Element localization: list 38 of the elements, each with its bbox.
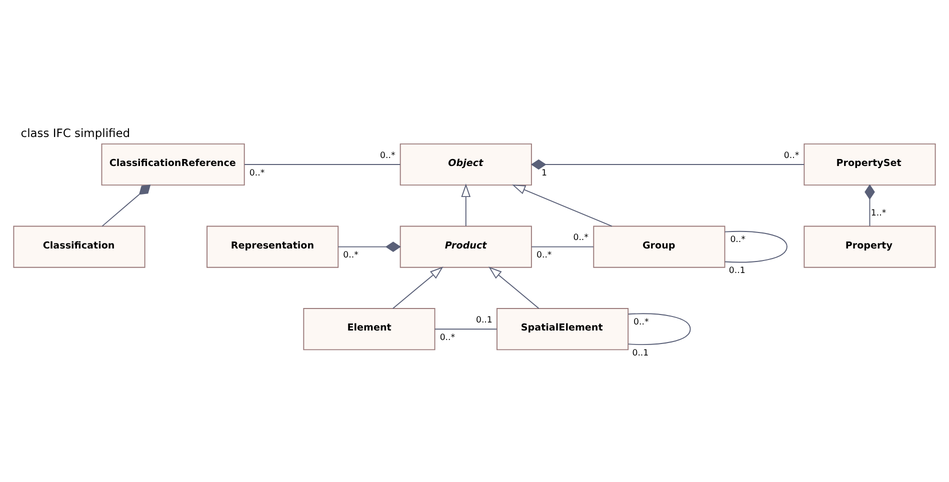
label: 0..* [730, 235, 746, 246]
arrow [392, 266, 444, 309]
label: 0..* [784, 150, 800, 161]
label: 0..* [573, 233, 588, 244]
label: 0..* [343, 250, 358, 261]
label: 0..* [440, 333, 456, 343]
label: 0..* [249, 168, 265, 178]
connector [628, 313, 691, 345]
node-box: Element [303, 308, 436, 350]
label: 0..1 [728, 266, 746, 276]
diagram-title: class IFC simplified [20, 126, 130, 140]
node-box: SpatialElement [496, 308, 629, 350]
node-box: Product [400, 226, 532, 268]
connector [338, 242, 401, 252]
node-box: Representation [206, 226, 339, 268]
label: 0..* [536, 250, 552, 261]
node-box: Object [400, 143, 532, 186]
node-box: Classification [13, 226, 146, 268]
connector [531, 246, 594, 248]
arrow [512, 184, 612, 227]
node-box: ClassificationReference [101, 143, 245, 186]
connector [434, 328, 498, 330]
label: 1..* [870, 208, 886, 219]
connector [102, 184, 151, 227]
label: 0..1 [632, 348, 649, 358]
arrow [461, 184, 471, 226]
label: 1 [542, 168, 548, 178]
connector [244, 164, 401, 165]
node-box: Property [804, 226, 936, 268]
label: 0..1 [476, 315, 492, 326]
node-box: Group [593, 226, 726, 268]
connector [724, 230, 788, 263]
connector [530, 159, 805, 170]
arrow [488, 266, 540, 309]
node-box: PropertySet [804, 143, 936, 186]
label: 0..* [634, 317, 649, 328]
label: 0..* [380, 150, 396, 161]
connector [864, 184, 875, 226]
